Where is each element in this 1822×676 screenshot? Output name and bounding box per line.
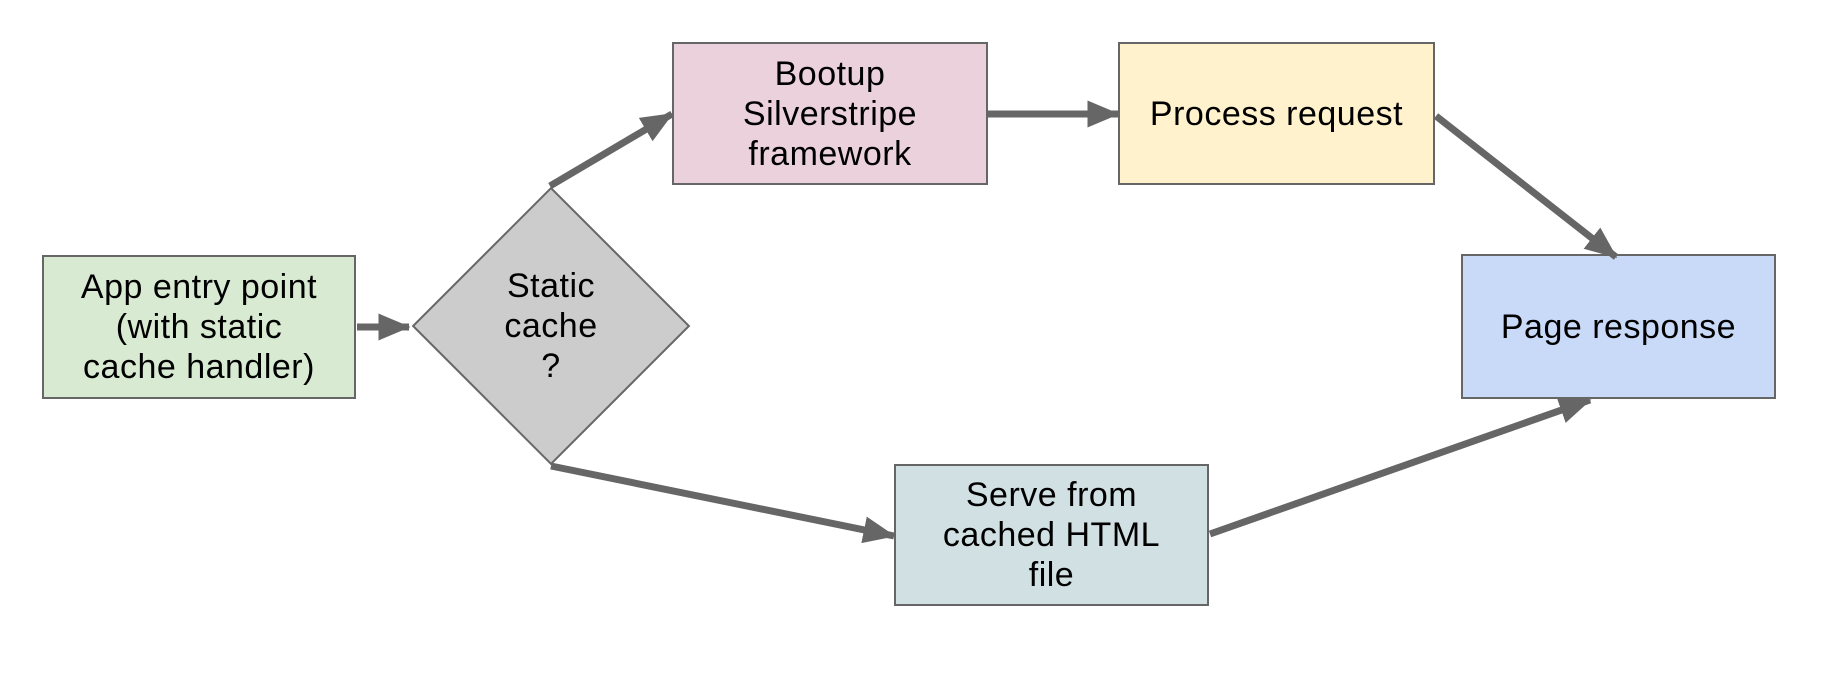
node-serve-cached-html-label: Serve from cached HTML file — [942, 476, 1161, 594]
node-app-entry-point-label: App entry point (with static cache handl… — [80, 268, 318, 386]
node-bootup-silverstripe: Bootup Silverstripe framework — [672, 42, 988, 185]
edge-static-cache-to-bootup — [548, 110, 674, 190]
node-static-cache-label: Static cache ? — [504, 267, 598, 385]
node-process-request-label: Process request — [1149, 94, 1404, 133]
edge-serve-cached-to-page-response — [1208, 396, 1592, 538]
edge-static-cache-to-serve-cached — [550, 462, 896, 544]
node-page-response: Page response — [1461, 254, 1776, 399]
node-app-entry-point: App entry point (with static cache handl… — [42, 255, 356, 399]
node-page-response-label: Page response — [1500, 307, 1737, 346]
node-static-cache-decision: Static cache ? — [411, 186, 691, 466]
node-process-request: Process request — [1118, 42, 1435, 185]
edge-process-request-to-page-response — [1433, 113, 1619, 260]
node-bootup-silverstripe-label: Bootup Silverstripe framework — [742, 54, 918, 173]
node-serve-cached-html: Serve from cached HTML file — [894, 464, 1209, 606]
